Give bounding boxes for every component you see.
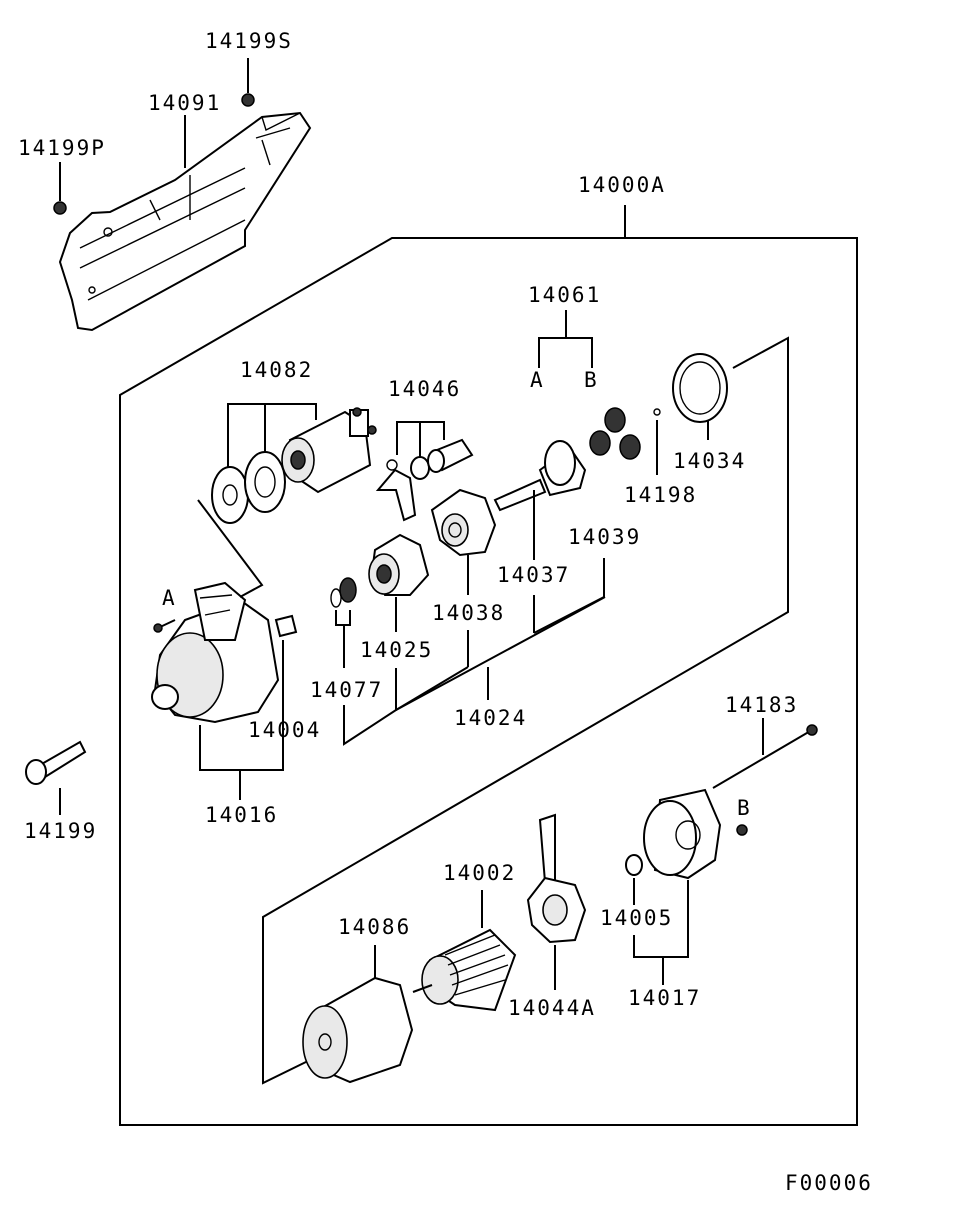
yoke-14086 xyxy=(302,945,414,1084)
label-14005: 14005 xyxy=(600,906,673,930)
armature-14002 xyxy=(412,890,517,1012)
heat-shield-14091 xyxy=(58,111,312,332)
label-14016: 14016 xyxy=(205,803,278,827)
label-A: A xyxy=(162,586,177,610)
label-14037: 14037 xyxy=(497,563,570,587)
label-14039: 14039 xyxy=(568,525,641,549)
solenoid-14082 xyxy=(211,403,377,524)
bushing-14004 xyxy=(274,614,298,712)
label-14004: 14004 xyxy=(248,718,321,742)
diagram-code: F00006 xyxy=(785,1171,873,1195)
label-14002: 14002 xyxy=(443,861,516,885)
screw-B xyxy=(736,824,748,836)
rear-cover-14017 xyxy=(625,788,722,985)
bolt-14199 xyxy=(25,740,87,815)
label-14000A: 14000A xyxy=(578,173,666,197)
label-B: B xyxy=(737,796,752,820)
label-14038: 14038 xyxy=(432,601,505,625)
label-14034: 14034 xyxy=(673,449,746,473)
pinion-14025 xyxy=(368,533,430,710)
labels: 14199S 14091 14199P 14000A 14061 A B 140… xyxy=(18,29,873,1195)
label-14199S: 14199S xyxy=(205,29,293,53)
label-14046: 14046 xyxy=(388,377,461,401)
label-14183: 14183 xyxy=(725,693,798,717)
assembly-boundary xyxy=(119,205,858,1126)
label-14198: 14198 xyxy=(624,483,697,507)
ring-14034 xyxy=(672,353,728,440)
label-14017: 14017 xyxy=(628,986,701,1010)
leader-14061 xyxy=(538,310,593,368)
shaft-14037 xyxy=(493,440,587,633)
clip-14077 xyxy=(330,577,606,746)
pin-14198 xyxy=(653,408,661,475)
label-14086: 14086 xyxy=(338,915,411,939)
label-14061: 14061 xyxy=(528,283,601,307)
screw-A xyxy=(153,619,176,633)
through-bolt-14183 xyxy=(712,718,818,789)
bolt-14199P xyxy=(53,162,67,215)
label-14025: 14025 xyxy=(360,638,433,662)
label-14199: 14199 xyxy=(24,819,97,843)
bolt-14199S xyxy=(241,58,255,107)
label-14044A: 14044A xyxy=(508,996,596,1020)
label-14091: 14091 xyxy=(148,91,221,115)
label-14061-A: A xyxy=(530,368,545,392)
front-housing-14016 xyxy=(151,499,284,800)
label-14061-B: B xyxy=(584,368,599,392)
lever-set-14046 xyxy=(375,421,474,522)
bracket-14038 xyxy=(430,488,497,667)
label-14199P: 14199P xyxy=(18,136,106,160)
brush-holder-14044A xyxy=(526,813,587,990)
label-14077: 14077 xyxy=(310,678,383,702)
planet-gears-14039 xyxy=(533,407,641,634)
label-14024: 14024 xyxy=(454,706,527,730)
label-14082: 14082 xyxy=(240,358,313,382)
